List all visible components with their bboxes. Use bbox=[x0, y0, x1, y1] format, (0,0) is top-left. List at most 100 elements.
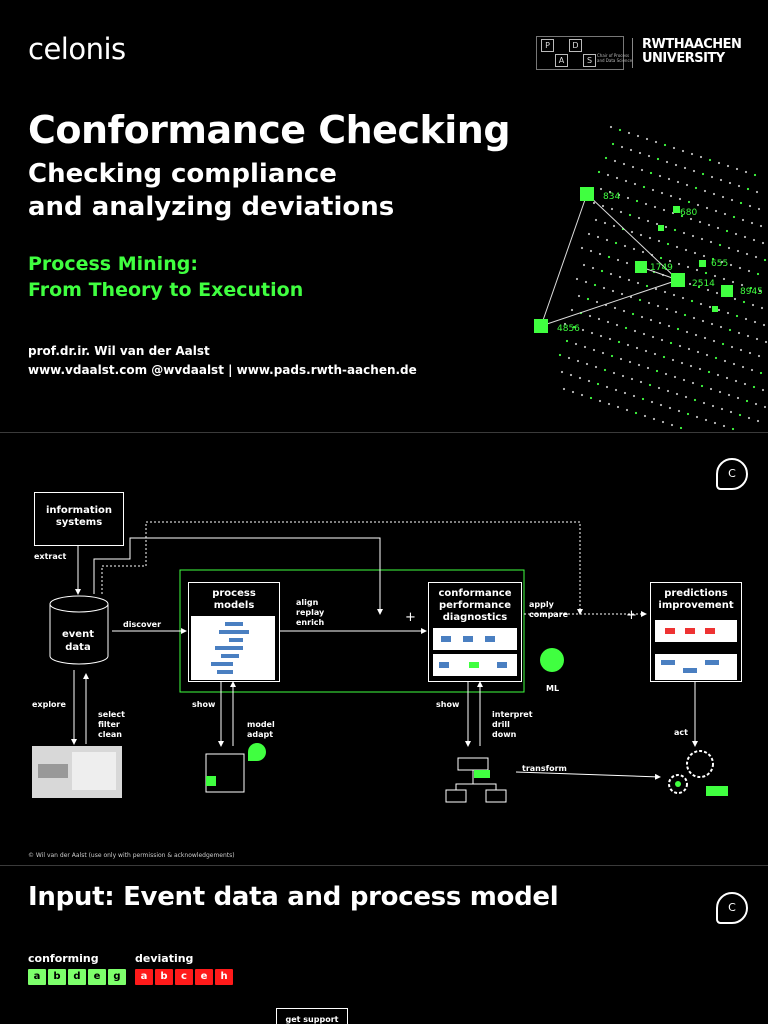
dot bbox=[719, 178, 723, 182]
dot bbox=[633, 182, 637, 186]
dot bbox=[599, 187, 603, 191]
dot bbox=[759, 224, 763, 228]
dot bbox=[692, 169, 696, 173]
dot bbox=[652, 417, 656, 421]
dot bbox=[580, 246, 584, 250]
get-support-button[interactable]: get support bbox=[276, 1008, 348, 1024]
dot bbox=[604, 156, 608, 160]
celonis-corner-logo: C bbox=[716, 458, 748, 490]
dot bbox=[569, 373, 573, 377]
dot bbox=[672, 146, 676, 150]
node-label: process bbox=[212, 588, 256, 599]
dot bbox=[741, 365, 745, 369]
dot bbox=[761, 241, 765, 245]
dot bbox=[592, 348, 596, 352]
dot bbox=[607, 255, 611, 259]
dot bbox=[576, 359, 580, 363]
dot bbox=[670, 423, 674, 427]
gear-icon bbox=[668, 774, 688, 794]
dot bbox=[711, 257, 715, 261]
dot bbox=[734, 379, 738, 383]
dot bbox=[760, 306, 764, 310]
dot bbox=[572, 325, 576, 329]
dot bbox=[638, 151, 642, 155]
dot bbox=[694, 186, 698, 190]
conforming-label: conforming bbox=[28, 952, 99, 965]
dot bbox=[600, 269, 604, 273]
dot bbox=[677, 409, 681, 413]
dot bbox=[606, 173, 610, 177]
dot bbox=[575, 277, 579, 281]
pads-letter-d: D bbox=[569, 39, 582, 52]
dot bbox=[601, 204, 605, 208]
dot bbox=[592, 201, 596, 205]
process-models-box: process models bbox=[188, 582, 280, 682]
dot bbox=[612, 371, 616, 375]
dot bbox=[574, 342, 578, 346]
dot bbox=[748, 204, 752, 208]
dot bbox=[597, 170, 601, 174]
network-number: 655 bbox=[711, 259, 728, 269]
dot bbox=[683, 313, 687, 317]
select-label: select filter clean bbox=[98, 710, 125, 739]
dot bbox=[701, 319, 705, 323]
dot bbox=[663, 143, 667, 147]
dot bbox=[745, 399, 749, 403]
pads-letter-a: A bbox=[555, 54, 568, 67]
network-node bbox=[673, 206, 680, 213]
dot bbox=[562, 387, 566, 391]
dot bbox=[714, 356, 718, 360]
model-label: model adapt bbox=[247, 720, 275, 739]
rwth-line-1: RWTHAACHEN bbox=[642, 37, 742, 52]
dot bbox=[655, 369, 659, 373]
network-edge bbox=[586, 193, 679, 281]
dot bbox=[686, 265, 690, 269]
dot bbox=[640, 315, 644, 319]
dot bbox=[719, 325, 723, 329]
dot bbox=[736, 396, 740, 400]
slide-divider bbox=[0, 865, 768, 866]
dot bbox=[615, 176, 619, 180]
event-cell: e bbox=[88, 969, 106, 985]
dot bbox=[736, 249, 740, 253]
dot bbox=[584, 280, 588, 284]
dot bbox=[728, 328, 732, 332]
dot bbox=[712, 192, 716, 196]
dot bbox=[680, 214, 684, 218]
dot bbox=[622, 162, 626, 166]
dot bbox=[667, 324, 671, 328]
node-label: diagnostics bbox=[442, 612, 508, 623]
dot bbox=[683, 166, 687, 170]
dot bbox=[725, 376, 729, 380]
dot bbox=[699, 302, 703, 306]
dot bbox=[713, 421, 717, 425]
dot bbox=[757, 354, 761, 358]
network-node bbox=[699, 260, 706, 267]
dot bbox=[693, 251, 697, 255]
dot bbox=[644, 202, 648, 206]
node-label: predictions bbox=[664, 588, 728, 599]
explore-label: explore bbox=[32, 700, 66, 709]
dot bbox=[570, 308, 574, 312]
dot bbox=[708, 305, 712, 309]
network-node bbox=[580, 187, 594, 201]
dot bbox=[620, 292, 624, 296]
dot bbox=[602, 286, 606, 290]
dot bbox=[644, 349, 648, 353]
dot bbox=[691, 381, 695, 385]
network-number: 1749 bbox=[650, 263, 673, 273]
dot bbox=[609, 125, 613, 129]
dot bbox=[735, 314, 739, 318]
dot bbox=[632, 394, 636, 398]
dot bbox=[749, 286, 753, 290]
arrow-transform bbox=[515, 771, 661, 780]
dot bbox=[688, 282, 692, 286]
event-cell: b bbox=[48, 969, 66, 985]
dot bbox=[589, 249, 593, 253]
network-number: 4856 bbox=[557, 324, 580, 334]
dot bbox=[643, 414, 647, 418]
extract-label: extract bbox=[34, 552, 67, 561]
dot bbox=[755, 190, 759, 194]
dot bbox=[684, 395, 688, 399]
dot bbox=[627, 278, 631, 282]
